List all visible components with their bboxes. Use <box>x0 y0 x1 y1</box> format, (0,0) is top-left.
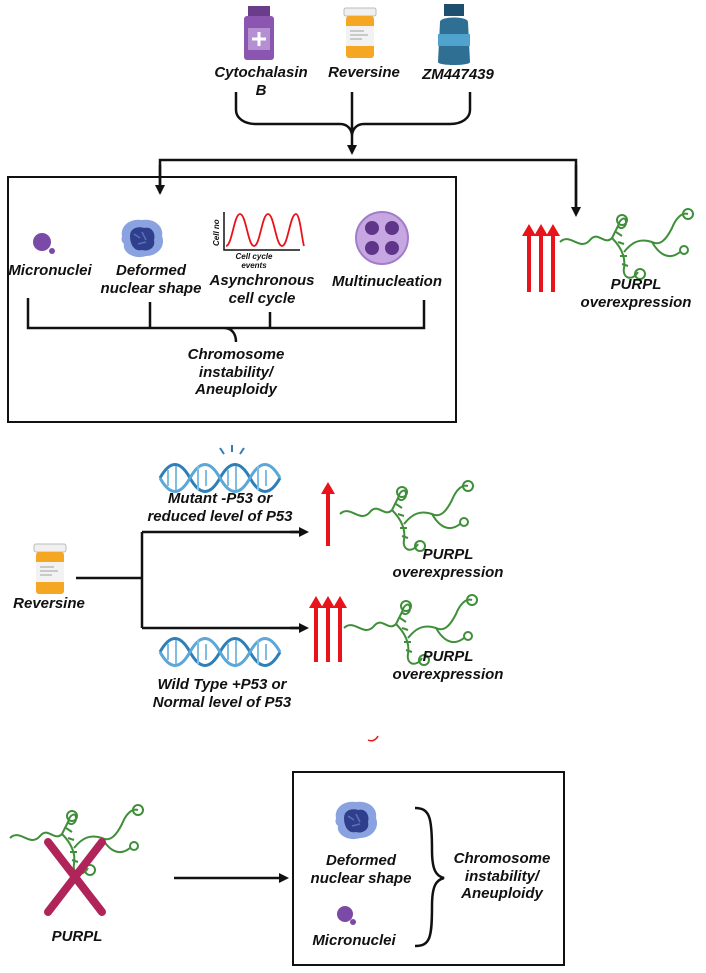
dna-damaged-icon <box>158 445 282 493</box>
upregulation-arrows-triple-2 <box>309 596 347 662</box>
panel1-box <box>7 176 457 423</box>
svg-text:Cell cycle: Cell cycle <box>236 252 273 261</box>
mutant-p53-label: Mutant -P53 or reduced level of P53 <box>147 490 293 525</box>
purpl-rna-icon-4 <box>9 804 144 876</box>
purpl-overexpression-label-2: PURPL overexpression <box>392 546 504 581</box>
upregulation-arrow-single <box>321 482 335 546</box>
micronucleus-icon <box>33 233 55 254</box>
chromosome-instability-label: Chromosome instability/ Aneuploidy <box>187 346 285 399</box>
deformed-nuclear-shape-label-2: Deformed nuclear shape <box>310 852 412 887</box>
drug-convergence-bracket <box>234 92 472 152</box>
graph-ylabel: Cell no <box>212 219 221 246</box>
knockdown-cross-icon <box>44 838 106 916</box>
micronucleus-icon-2 <box>337 906 356 925</box>
deformed-nucleus-icon <box>120 218 164 258</box>
asynchronous-cell-cycle-label: Asynchronous cell cycle <box>209 272 315 307</box>
purpl-overexpression-label: PURPL overexpression <box>580 276 692 311</box>
panel1-bracket <box>26 298 426 343</box>
split-connector <box>158 158 578 212</box>
multinucleated-cell-icon <box>355 211 409 265</box>
deformed-nucleus-icon-2 <box>334 800 378 840</box>
micronuclei-label-2: Micronuclei <box>312 932 396 949</box>
purpl-label: PURPL <box>51 928 103 945</box>
reversine-branch-connector <box>76 530 306 630</box>
multinucleation-label: Multinucleation <box>332 273 442 290</box>
reversine-label: Reversine <box>328 64 400 81</box>
wild-type-p53-label: Wild Type +P53 or Normal level of P53 <box>152 676 292 711</box>
reversine-bottle-icon <box>343 7 377 59</box>
cytochalasin-label: Cytochalasin B <box>214 64 308 99</box>
dna-normal-icon <box>158 637 282 667</box>
zm447439-vial-icon <box>438 4 470 65</box>
zm447439-label: ZM447439 <box>422 66 494 83</box>
micronuclei-label: Micronuclei <box>8 262 92 279</box>
cytochalasin-vial-icon <box>244 6 274 60</box>
purpl-overexpression-label-3: PURPL overexpression <box>392 648 504 683</box>
panel3-box <box>292 771 565 966</box>
upregulation-arrows-triple <box>522 224 560 292</box>
purpl-rna-icon-2 <box>339 480 474 552</box>
stray-mark <box>367 735 379 742</box>
reversine-label-2: Reversine <box>13 595 85 612</box>
panel3-brace <box>414 806 445 948</box>
purpl-rna-icon <box>559 208 694 280</box>
cell-cycle-graph: Cell no Cell cycle events <box>212 212 305 270</box>
svg-text:events: events <box>241 261 267 270</box>
chromosome-instability-label-2: Chromosome instability/ Aneuploidy <box>453 850 551 903</box>
reversine-bottle-icon-2 <box>33 543 67 595</box>
deformed-nuclear-shape-label: Deformed nuclear shape <box>100 262 202 297</box>
